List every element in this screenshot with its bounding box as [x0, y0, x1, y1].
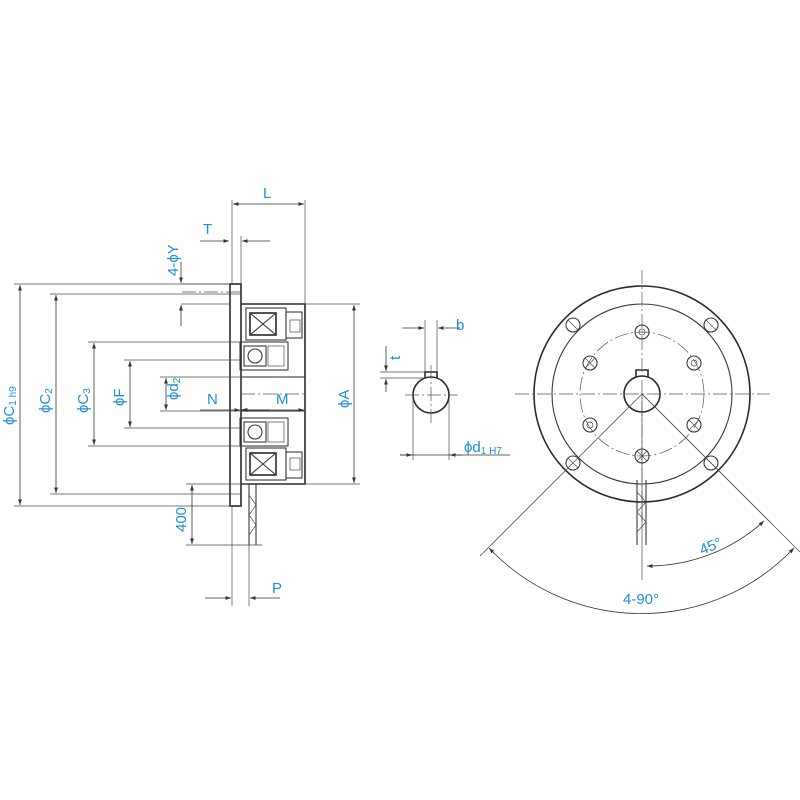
label-t: T [203, 221, 212, 238]
front-view [479, 270, 800, 614]
label-c2: ϕC2 [37, 388, 55, 413]
label-f: ϕF [111, 388, 128, 406]
label-45deg: 45° [697, 534, 724, 558]
label-4y: 4-ϕY [165, 244, 182, 276]
keyway-detail-view [380, 320, 510, 460]
angle-90-arc [488, 547, 795, 614]
label-c3: ϕC3 [75, 388, 93, 413]
upper-bearing-ball [247, 348, 263, 364]
inner-screws [582, 324, 702, 464]
lower-bearing-ball [247, 424, 263, 440]
lower-coil [249, 452, 277, 476]
angle-45-arc [646, 520, 765, 568]
flange-plate [229, 283, 242, 507]
label-c1: ϕC1 h9 [1, 386, 19, 425]
label-d2: ϕd2 [165, 377, 183, 400]
label-l: L [263, 185, 271, 202]
label-t-key: t [387, 355, 404, 360]
label-90deg: 4-90° [623, 591, 659, 608]
label-p: P [272, 580, 282, 597]
upper-coil [249, 312, 277, 336]
lead-wire [248, 484, 257, 545]
dimension-labels: L T 4-ϕY ϕC1 h9 ϕC2 ϕC3 ϕF ϕd2 N M ϕA 40… [1, 185, 725, 608]
label-b: b [456, 317, 464, 334]
lower-armature [285, 451, 303, 479]
side-section-view [14, 200, 360, 606]
lower-bearing-housing [239, 417, 289, 447]
upper-bearing-housing [239, 341, 289, 371]
label-n: N [207, 391, 218, 408]
label-m: M [276, 391, 289, 408]
label-d1: ϕd1 H7 [464, 439, 502, 457]
label-400: 400 [173, 507, 190, 532]
label-a: ϕA [336, 390, 353, 408]
upper-armature [285, 311, 303, 339]
